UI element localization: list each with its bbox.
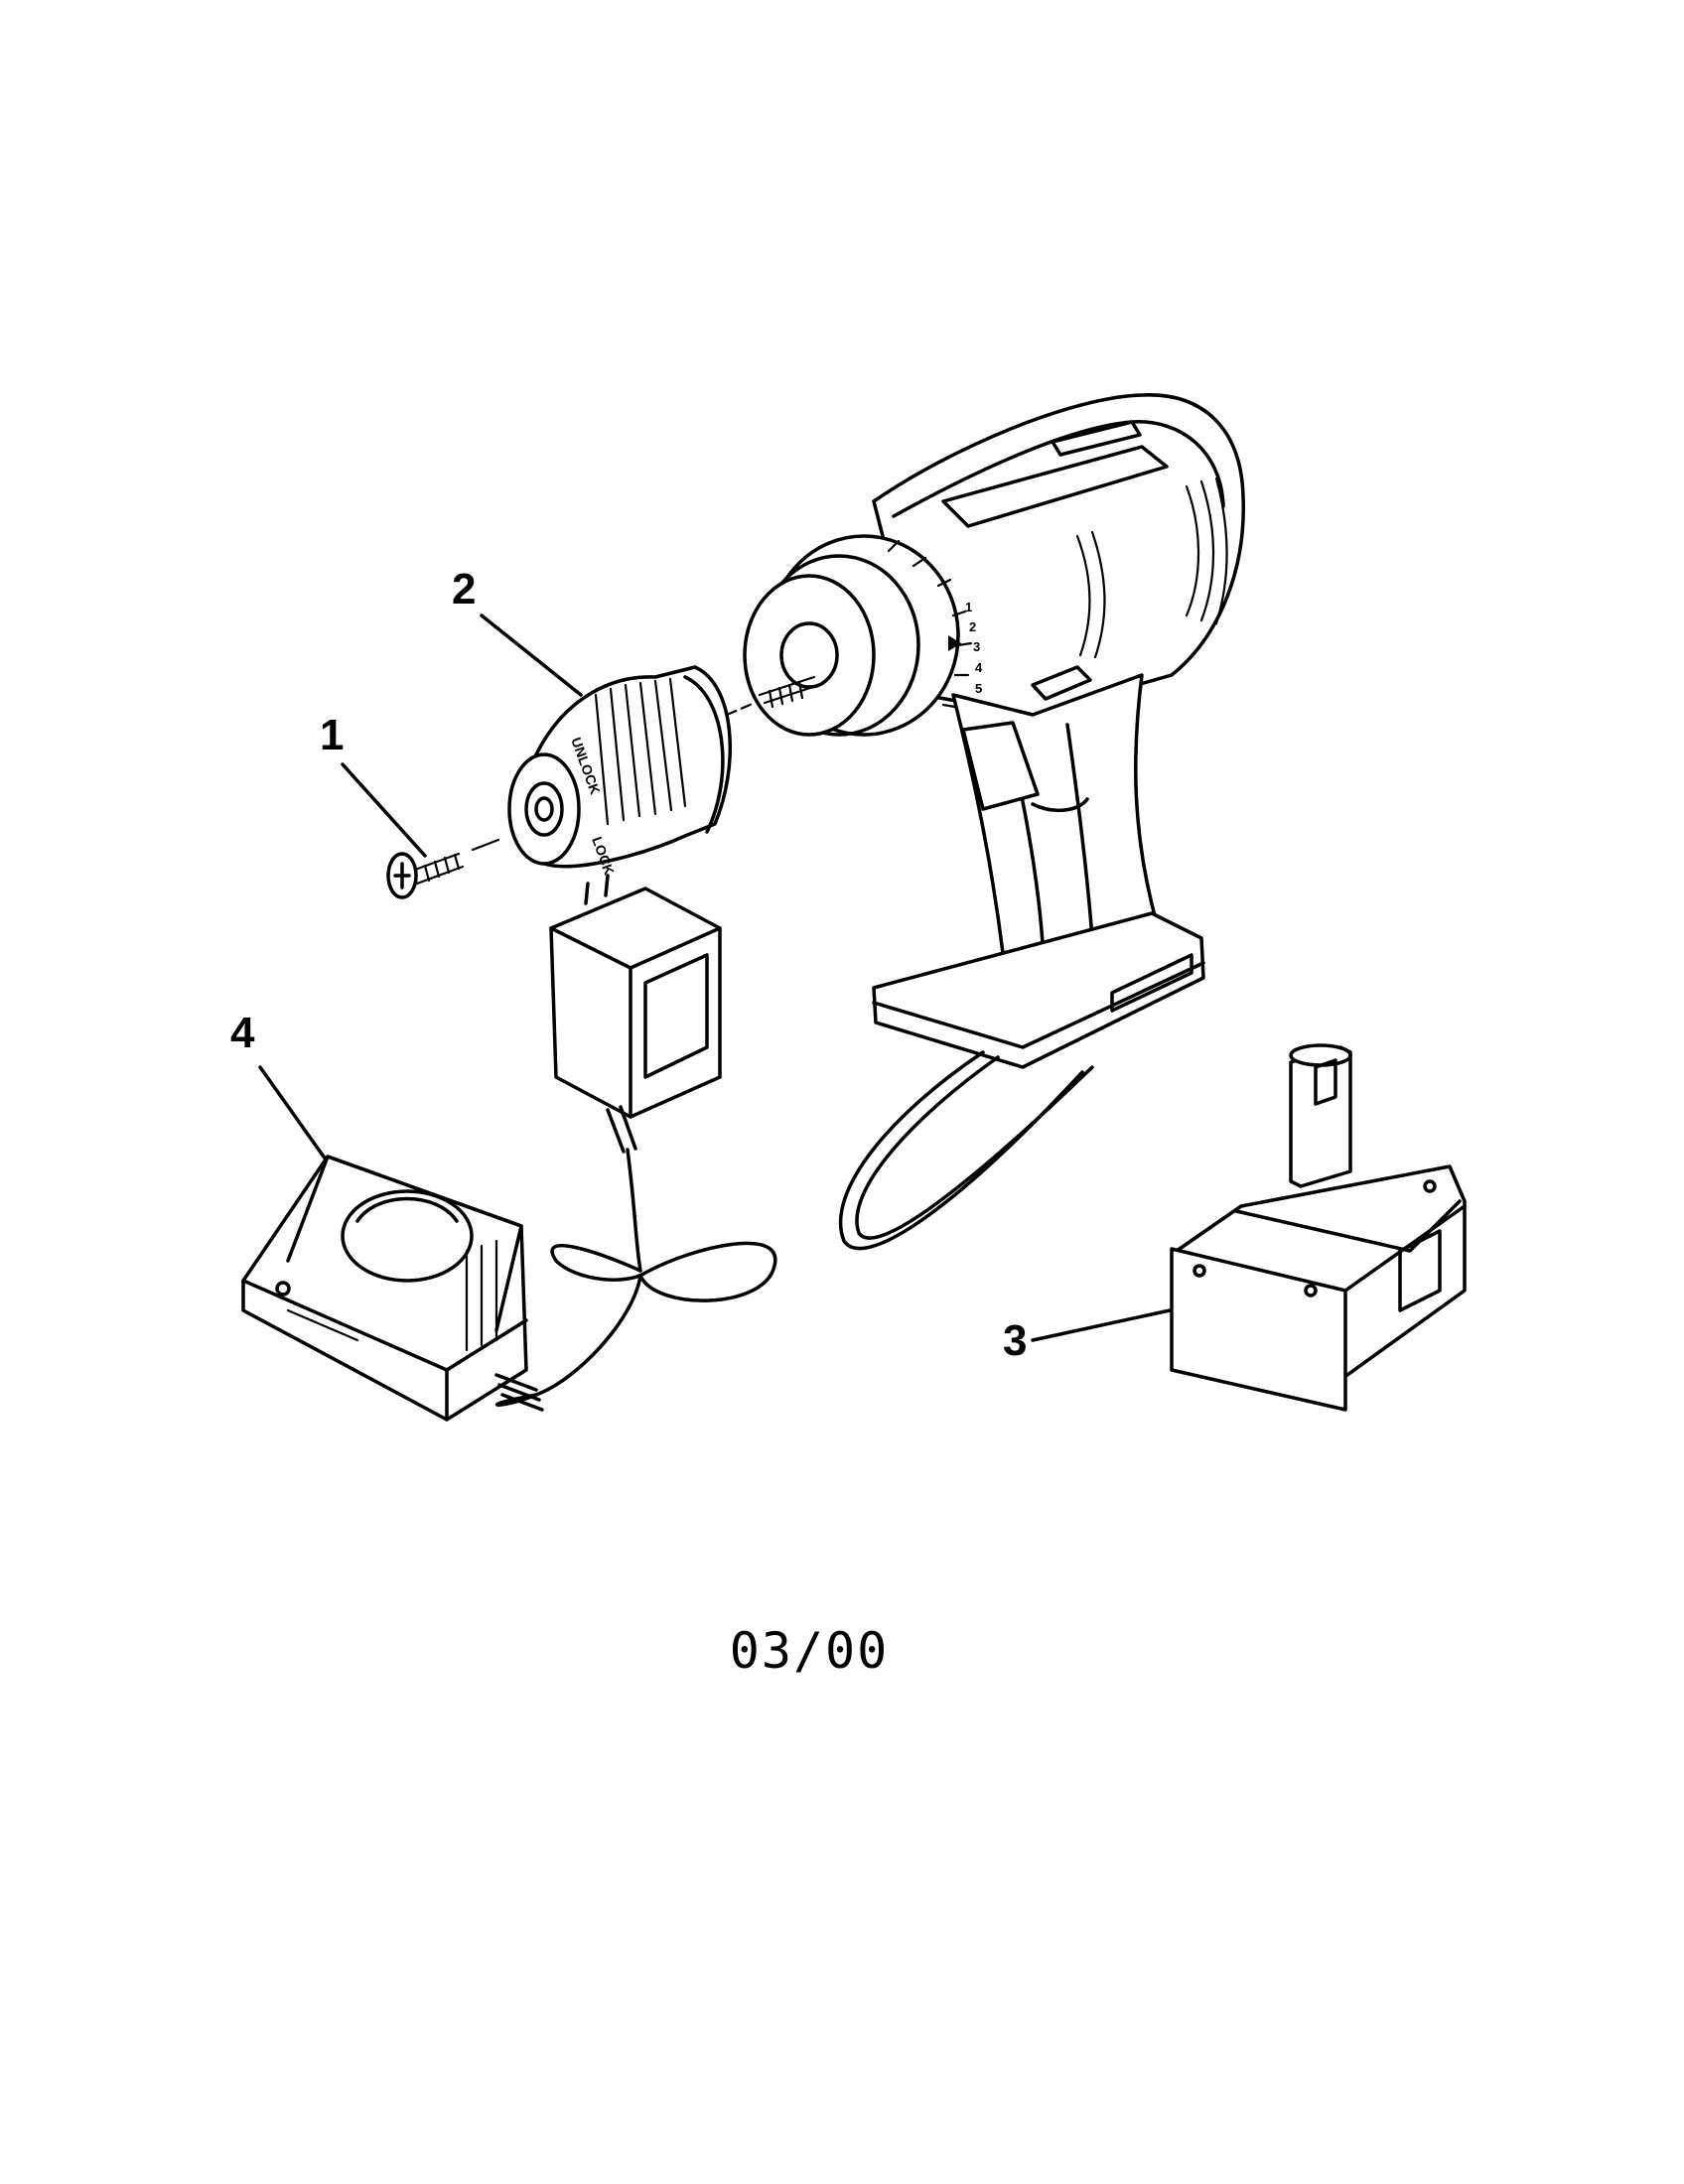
callout-number-4: 4 xyxy=(230,1009,255,1057)
chuck: UNLOCK LOCK xyxy=(507,665,732,877)
dial-number-2: 2 xyxy=(969,619,976,634)
dial-number-4: 4 xyxy=(975,660,983,675)
screw xyxy=(386,852,465,899)
charger-cord xyxy=(494,1241,777,1407)
dial-pointer-icon xyxy=(948,635,961,651)
chuck-assembly-line xyxy=(725,701,757,717)
drill-body xyxy=(838,393,1245,1251)
dial-number-3: 3 xyxy=(973,639,980,654)
spindle xyxy=(758,675,821,709)
callout-4: 4 xyxy=(230,1009,328,1161)
dial-number-1: 1 xyxy=(965,600,972,614)
callout-3: 3 xyxy=(1003,1308,1172,1365)
callout-leader-4 xyxy=(258,1065,328,1161)
dial-number-5: 5 xyxy=(975,681,982,696)
charger xyxy=(241,1155,544,1422)
wall-adapter xyxy=(549,874,722,1273)
callout-1: 1 xyxy=(320,711,427,858)
screw-assembly-line xyxy=(471,838,500,852)
callout-2: 2 xyxy=(452,565,583,697)
callout-leader-1 xyxy=(341,762,427,858)
callout-number-3: 3 xyxy=(1003,1316,1027,1365)
battery xyxy=(1170,1043,1467,1412)
date-code: 03/00 xyxy=(730,1622,890,1680)
callout-leader-2 xyxy=(480,614,583,697)
callout-number-2: 2 xyxy=(452,565,476,614)
callout-leader-3 xyxy=(1031,1308,1172,1342)
clutch-dial-numbers: 1 2 3 4 5 xyxy=(948,600,983,696)
callout-number-1: 1 xyxy=(320,711,344,759)
